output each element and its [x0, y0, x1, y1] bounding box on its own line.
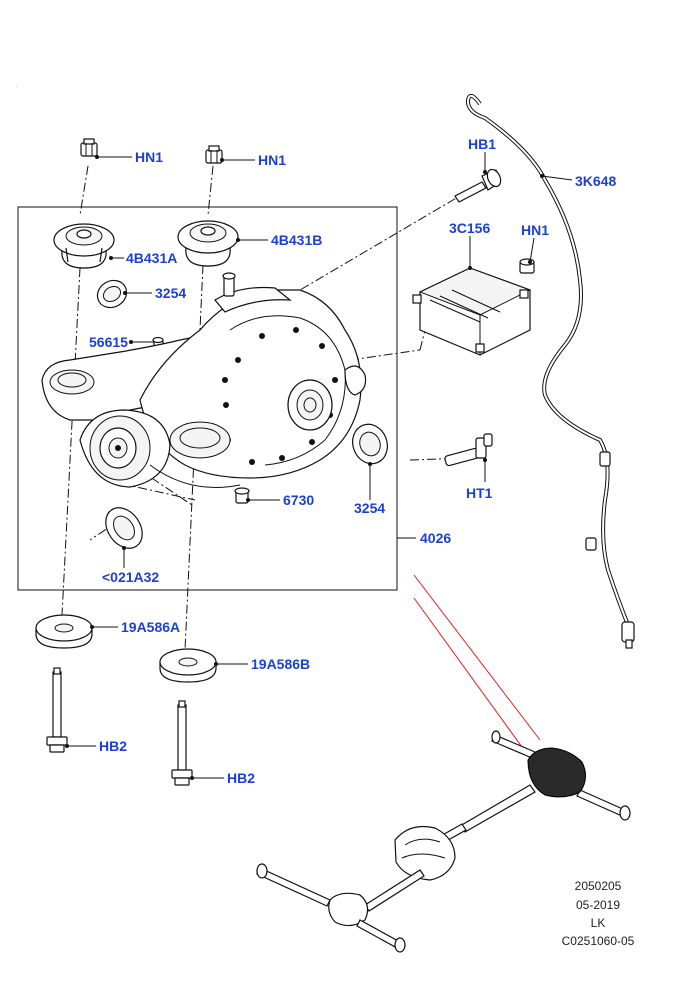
seal-3254-upper [96, 279, 128, 309]
callout-3k648: 3K648 [575, 173, 616, 189]
callout-hb2-left: HB2 [99, 738, 127, 754]
ref-illustration-id: C0251060-05 [562, 934, 635, 948]
callout-19a586a: 19A586A [121, 619, 180, 635]
bolt-hb1 [454, 168, 502, 203]
ref-date: 05-2019 [576, 898, 620, 912]
differential-housing [41, 272, 367, 488]
callout-ht1: HT1 [466, 485, 493, 501]
seal-021a32 [105, 507, 143, 549]
callout-hn1-right: HN1 [258, 152, 286, 168]
callout-19a586b: 19A586B [251, 656, 310, 672]
bolt-hb2-left [46, 667, 68, 753]
nut-hn1-module [519, 258, 535, 274]
seal-3254-right [352, 423, 388, 465]
harness-3k648 [465, 93, 635, 649]
assembly-frame [17, 206, 398, 591]
washer-19a586b [159, 648, 217, 683]
sensor-ht1 [444, 433, 493, 467]
callout-hn1-left: HN1 [135, 149, 163, 165]
ref-number: 2050205 [575, 879, 622, 893]
ref-model-code: LK [591, 916, 606, 930]
plug-6730 [234, 487, 250, 504]
reference-block: 2050205 05-2019 LK C0251060-05 [562, 879, 635, 948]
module-3c156 [412, 267, 532, 356]
bushing-4b431a [53, 223, 115, 269]
callout-4b431a: 4B431A [126, 250, 177, 266]
bushing-4b431b [177, 220, 239, 267]
svg-text:‘: ‘ [16, 86, 17, 92]
callout-6730: 6730 [283, 492, 314, 508]
callout-021a32: <021A32 [102, 569, 159, 585]
leader-dots [65, 155, 544, 780]
bolt-hb2-right [171, 700, 193, 786]
washer-19a586a [35, 614, 93, 649]
callout-hn1-module: HN1 [521, 222, 549, 238]
callout-hb1: HB1 [468, 136, 496, 152]
callout-4b431b: 4B431B [271, 232, 322, 248]
callout-3254-right: 3254 [354, 500, 385, 516]
callout-3c156: 3C156 [449, 220, 490, 236]
leader-lines [67, 152, 573, 779]
callout-labels: HN1 HN1 HB1 3K648 4B431A 4B431B 3C156 HN… [89, 136, 616, 786]
callout-3254-upper: 3254 [155, 285, 186, 301]
callout-hb2-right: HB2 [227, 770, 255, 786]
nut-hn1-right [205, 145, 223, 164]
callout-56615: 56615 [89, 334, 128, 350]
nut-hn1-left [80, 138, 98, 157]
callout-4026: 4026 [420, 530, 451, 546]
locator-lines [413, 574, 541, 766]
driveline-overview [256, 730, 631, 953]
